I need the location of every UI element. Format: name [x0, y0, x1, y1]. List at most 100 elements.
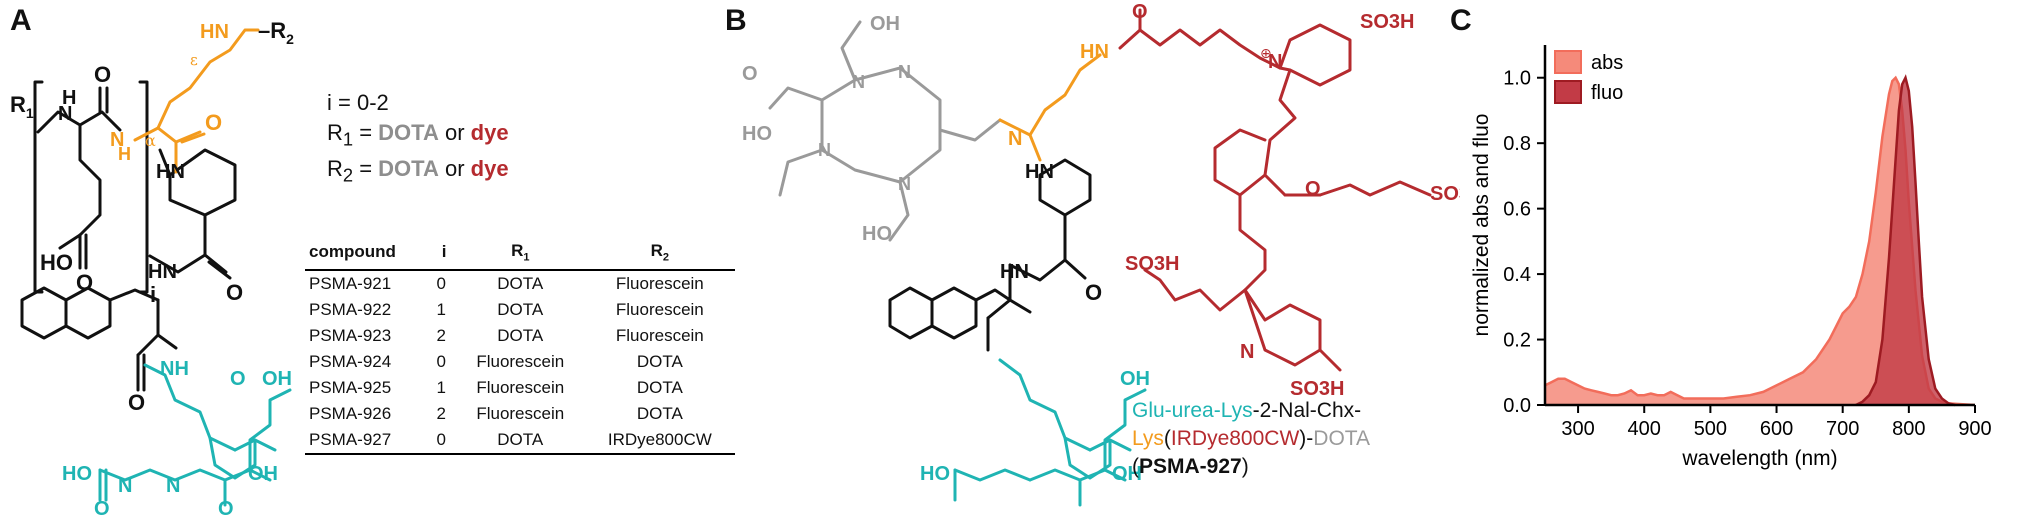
- psma-927-caption: Glu-urea-Lys-2-Nal-Chx- Lys(IRDye800CW)-…: [1132, 397, 1370, 481]
- label-r2: –R2: [258, 18, 294, 47]
- cell-i: 1: [436, 300, 446, 320]
- legend-label-abs: abs: [1591, 52, 1623, 74]
- r2-dota: DOTA: [378, 156, 439, 182]
- label-o-bottom2: O: [218, 498, 234, 518]
- b-o1: O: [742, 63, 758, 85]
- label-n2: N: [110, 129, 124, 151]
- x-tick-label: 600: [1760, 418, 1793, 440]
- header-compound: compound: [305, 237, 433, 272]
- cell-compound: PSMA-924: [309, 352, 392, 372]
- cell-i: 0: [432, 427, 456, 456]
- panel-b-structure: OH O HO HO N N N N HN N O N ⊕ SO3H O SO3…: [742, 1, 1460, 507]
- b-n-red1: N: [1268, 51, 1282, 73]
- panel-a-variables: i = 0-2 R1 = DOTA or dye R2 = DOTA or dy…: [327, 88, 509, 191]
- label-o3: O: [205, 110, 222, 135]
- cell-i: 2: [436, 326, 446, 346]
- cell-r2: DOTA: [636, 378, 683, 398]
- label-oh-top: OH: [262, 368, 292, 390]
- var-r1: R1 = DOTA or dye: [327, 118, 509, 154]
- caption-line-3: (PSMA-927): [1132, 453, 1370, 481]
- series-line-fluo: [1855, 74, 1956, 407]
- bracket-right: [138, 80, 149, 294]
- b-n4: N: [898, 174, 911, 194]
- panel-a-structure: R1 H N O HO O i N H α ε HN –R2 O HN HN O…: [10, 18, 294, 518]
- label-ho: HO: [40, 250, 73, 275]
- label-hn2: HN: [148, 261, 177, 283]
- cell-i: 0: [436, 274, 446, 294]
- label-hn-r2: HN: [200, 21, 229, 43]
- b-o-ether: O: [1305, 178, 1321, 200]
- cell-r1: DOTA: [455, 427, 585, 456]
- x-tick-label: 500: [1694, 418, 1727, 440]
- b-plus-icon: ⊕: [1260, 46, 1272, 62]
- label-r1: R1: [10, 92, 34, 121]
- label-nh3: NH: [160, 358, 189, 380]
- y-tick-label: 0.6: [1503, 199, 1531, 221]
- r1-eq: =: [353, 120, 379, 145]
- r2-or: or: [438, 156, 471, 182]
- y-tick-label: 0.4: [1503, 264, 1531, 286]
- caption-nal-chx: -2-Nal-Chx-: [1252, 399, 1362, 422]
- header-r2: R2: [584, 237, 735, 272]
- label-o2: O: [76, 270, 93, 295]
- b-oh-teal1: OH: [1120, 368, 1150, 390]
- cell-r2: DOTA: [636, 352, 683, 372]
- series-area-fluo: [1855, 77, 1956, 405]
- b-hn2: HN: [1000, 261, 1029, 283]
- label-o-oh-top: O: [230, 368, 246, 390]
- label-eps: ε: [190, 51, 198, 69]
- cell-compound: PSMA-927: [305, 427, 433, 456]
- caption-line-2: Lys(IRDye800CW)-DOTA: [1132, 425, 1370, 453]
- header-i: i: [432, 237, 456, 272]
- cell-r2: Fluorescein: [615, 274, 704, 294]
- label-ho-bottom: HO: [62, 463, 92, 485]
- b-n1: N: [852, 72, 865, 92]
- cell-r1: Fluorescein: [476, 404, 565, 424]
- cell-compound: PSMA-926: [309, 404, 392, 424]
- label-nh: H: [62, 87, 76, 109]
- b-n-red2: N: [1240, 341, 1254, 363]
- caption-glu-urea-lys: Glu-urea-Lys: [1132, 399, 1253, 422]
- legend-swatch-fluo: [1554, 80, 1582, 104]
- x-tick-label: 300: [1561, 418, 1594, 440]
- r1-or: or: [438, 120, 471, 145]
- b-o-red: O: [1132, 1, 1148, 23]
- b-so3h-2: SO3H: [1430, 183, 1460, 205]
- cell-r1: Fluorescein: [476, 378, 565, 398]
- y-tick-label: 1.0: [1503, 68, 1531, 90]
- label-i: i: [150, 282, 156, 307]
- cell-r1: DOTA: [497, 274, 544, 294]
- b-ho1: HO: [742, 123, 772, 145]
- b-n2: N: [898, 62, 911, 82]
- r1-symbol: R: [327, 120, 343, 145]
- legend-swatch-abs: [1554, 50, 1582, 74]
- y-axis-label: normalized abs and fluo: [1470, 114, 1493, 337]
- caption-psma-927: PSMA-927: [1139, 455, 1242, 478]
- r1-sub: 1: [342, 128, 354, 150]
- panel-label-a: A: [10, 4, 32, 37]
- cell-compound: PSMA-921: [309, 274, 392, 294]
- label-alpha: α: [145, 131, 156, 150]
- cell-r1: DOTA: [497, 326, 544, 346]
- x-tick-label: 800: [1892, 418, 1925, 440]
- var-i: i = 0-2: [327, 90, 389, 115]
- label-hn1: HN: [156, 161, 185, 183]
- label-o4: O: [226, 280, 243, 305]
- b-oh1: OH: [870, 13, 900, 35]
- caption-paren-close: )-: [1299, 427, 1314, 450]
- label-o-bottom1: O: [94, 498, 110, 518]
- y-tick-label: 0.8: [1503, 133, 1531, 155]
- cell-r2: IRDye800CW: [584, 427, 735, 456]
- caption-paren-open: (: [1163, 427, 1171, 450]
- caption-close: ): [1241, 455, 1249, 478]
- panel-label-c: C: [1450, 4, 1472, 37]
- cell-r2: Fluorescein: [615, 326, 704, 346]
- cell-compound: PSMA-922: [309, 300, 392, 320]
- x-axis-label: wavelength (nm): [1681, 447, 1837, 470]
- plot-series: [1544, 74, 1976, 407]
